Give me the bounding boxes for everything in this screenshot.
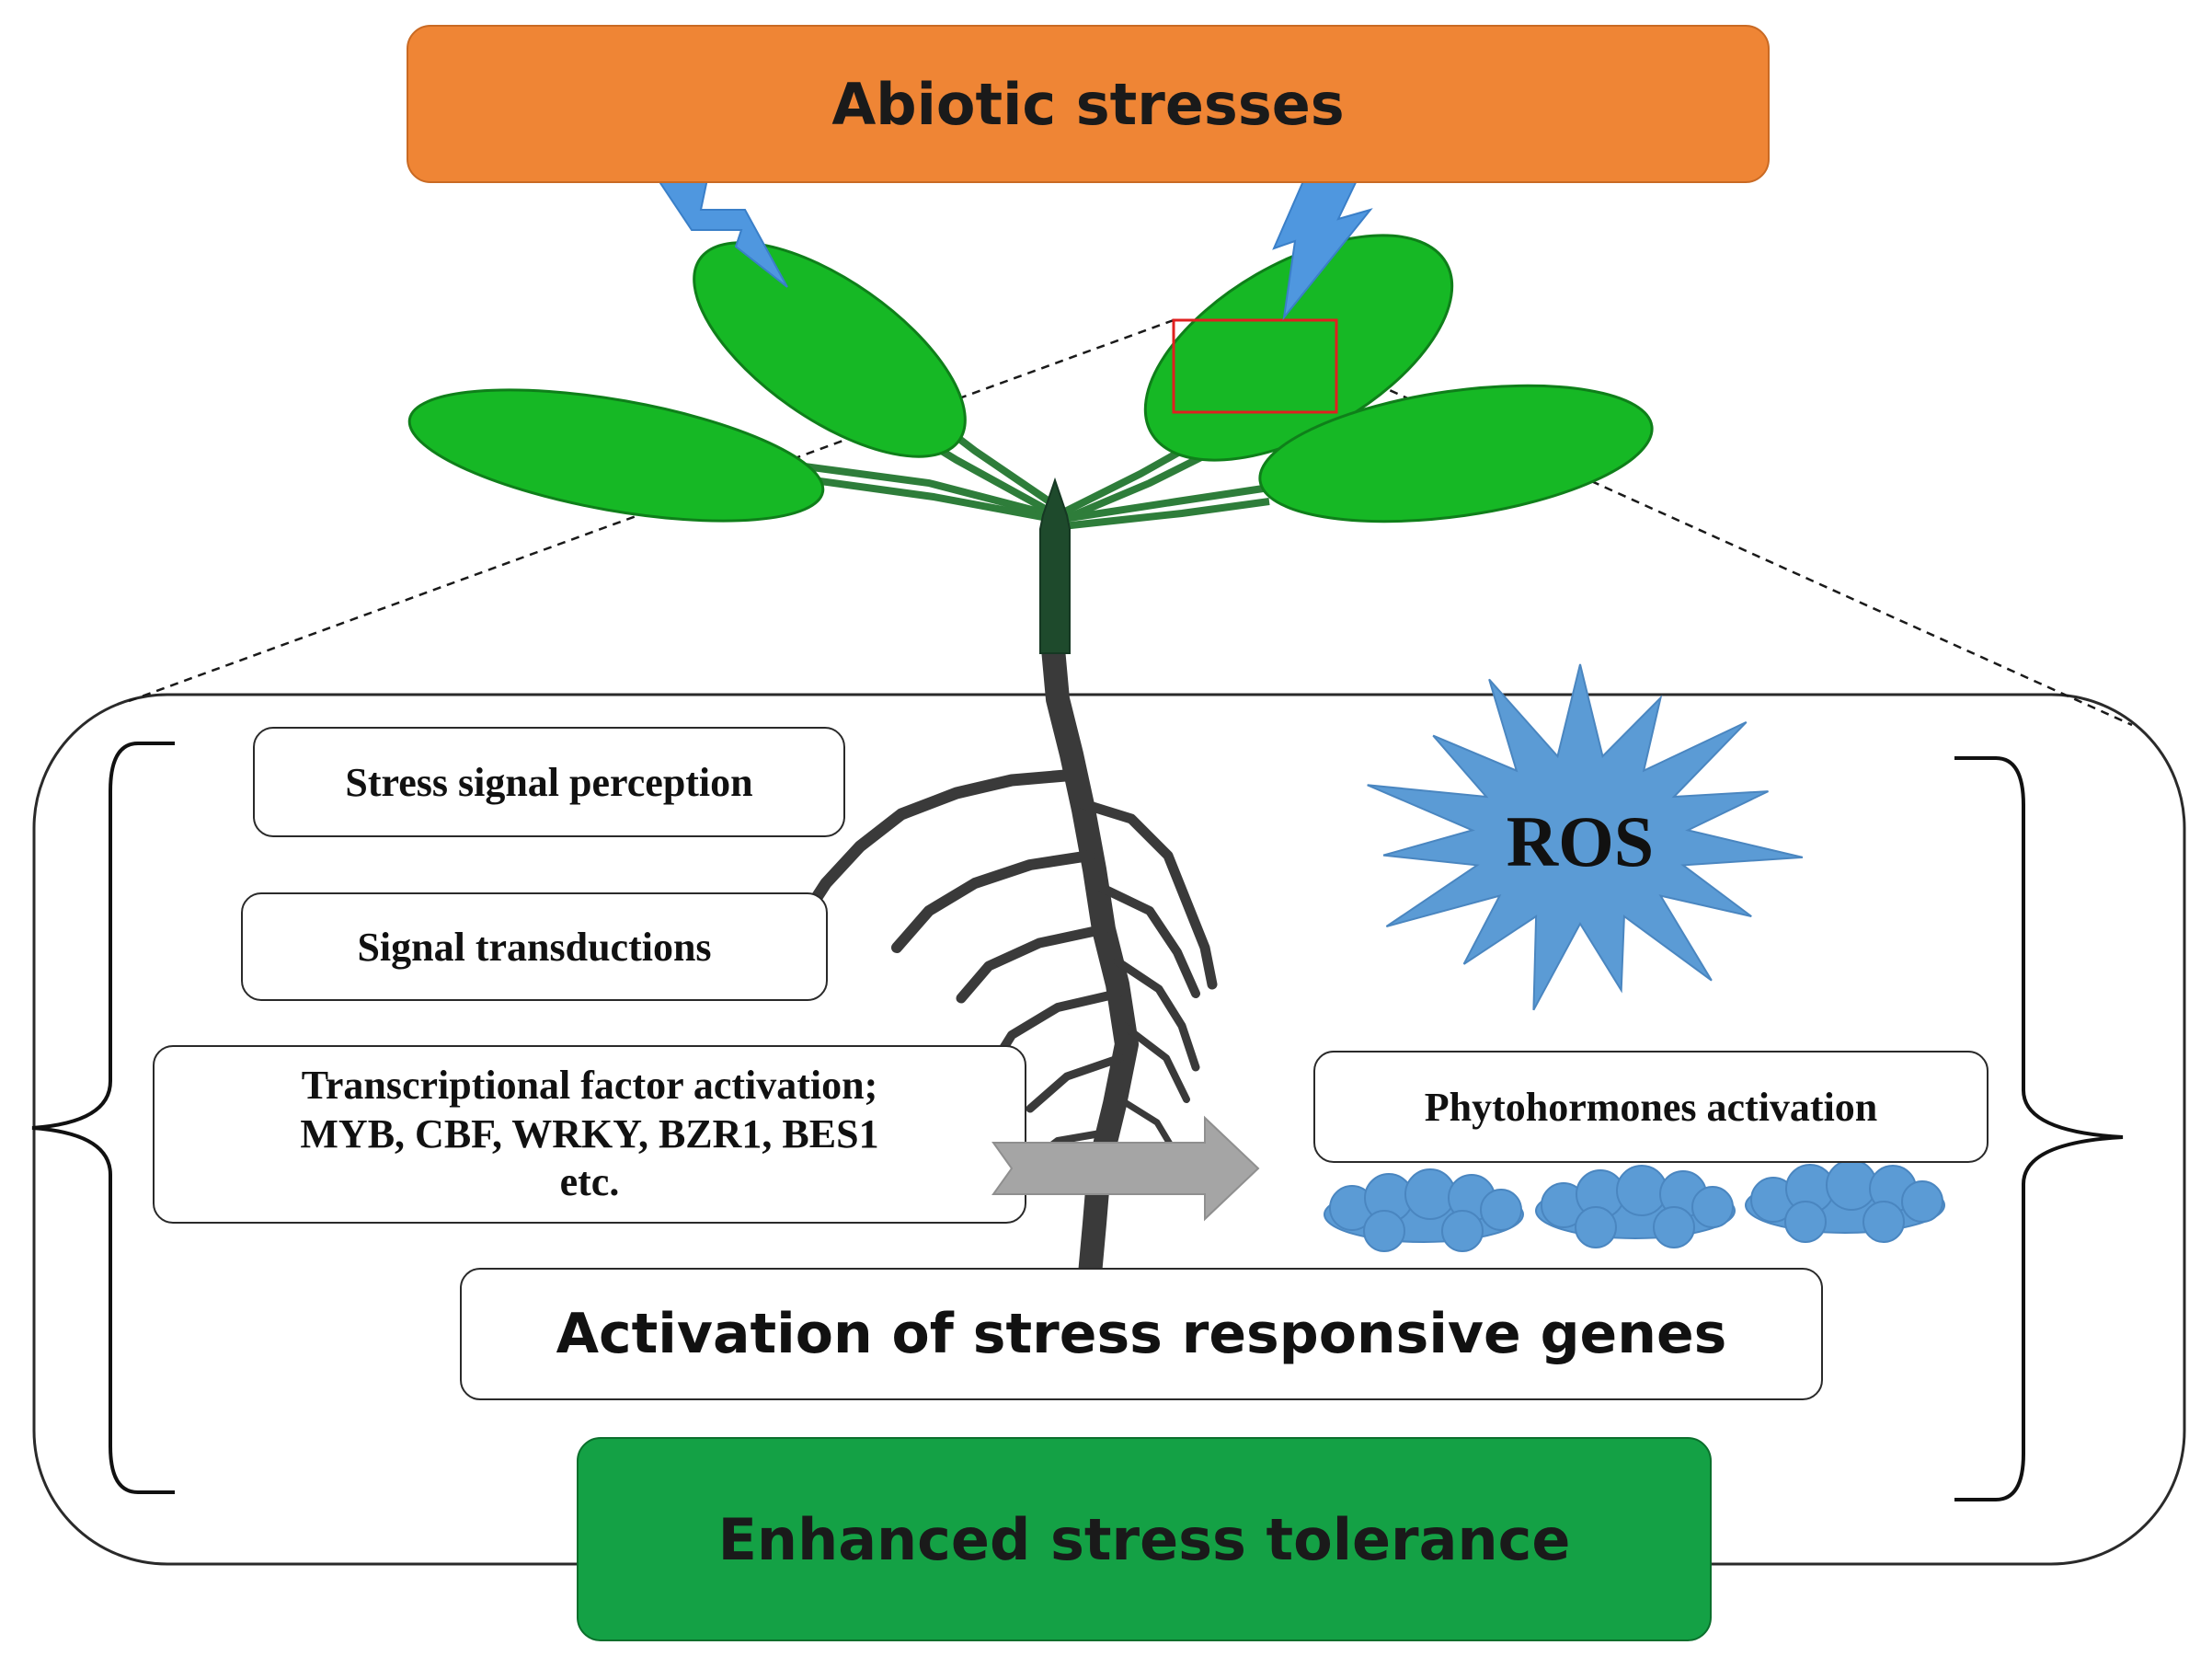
phytohormone-clouds — [1324, 1159, 1945, 1252]
abiotic-stresses-box: Abiotic stresses — [407, 25, 1770, 183]
enhanced-stress-tolerance-label: Enhanced stress tolerance — [717, 1505, 1571, 1573]
leaf-lower-left — [407, 388, 825, 523]
stress-signal-perception-box: Stress signal perception — [253, 727, 845, 837]
lightning-left-icon — [653, 174, 788, 288]
cloud-1-icon — [1324, 1168, 1524, 1252]
enhanced-stress-tolerance-box: Enhanced stress tolerance — [577, 1437, 1712, 1641]
ros-star-icon — [1367, 663, 1804, 1011]
stress-responsive-genes-label: Activation of stress responsive genes — [556, 1302, 1727, 1366]
left-brace — [31, 742, 175, 1494]
leaf-lower-right — [1258, 384, 1654, 523]
phytohormones-activation-label: Phytohormones activation — [1424, 1084, 1878, 1130]
plant-leaves — [407, 234, 1654, 523]
cloud-3-icon — [1745, 1159, 1945, 1243]
cloud-2-icon — [1535, 1165, 1736, 1248]
right-brace — [1954, 756, 2124, 1501]
tf-lines: Transcriptional factor activation; MYB, … — [300, 1062, 878, 1207]
leaf-upper-left — [693, 241, 967, 458]
tf-line-1: Transcriptional factor activation; — [301, 1062, 878, 1108]
zoom-square — [1172, 318, 1338, 414]
zoom-line-right — [1335, 364, 2133, 727]
stress-signal-perception-label: Stress signal perception — [345, 759, 753, 805]
transcription-factor-box: Transcriptional factor activation; MYB, … — [153, 1045, 1026, 1224]
tf-line-2: MYB, CBF, WRKY, BZR1, BES1 — [300, 1110, 879, 1156]
stress-responsive-genes-box: Activation of stress responsive genes — [460, 1268, 1823, 1400]
abiotic-stresses-label: Abiotic stresses — [831, 70, 1345, 138]
signal-transductions-label: Signal transductions — [357, 924, 712, 970]
signal-transductions-box: Signal transductions — [241, 892, 828, 1001]
plant-stem — [1039, 477, 1071, 654]
tf-line-3: etc. — [559, 1159, 620, 1205]
ros-label: ROS — [1506, 801, 1655, 881]
phytohormones-activation-box: Phytohormones activation — [1313, 1051, 1989, 1163]
